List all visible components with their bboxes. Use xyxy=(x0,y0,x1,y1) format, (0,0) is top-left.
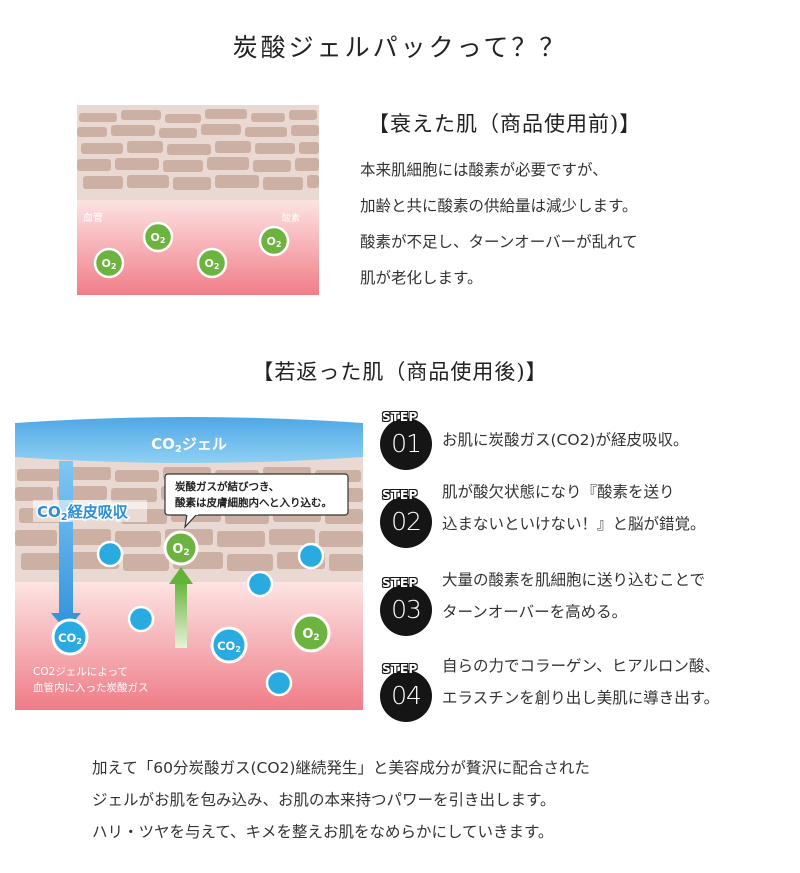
svg-text:O2: O2 xyxy=(267,235,282,249)
before-line: 酸素が不足し、ターンオーバーが乱れて xyxy=(360,233,638,251)
rejuvenated-skin-illustration: CO2ジェル CO2経皮吸収 炭酸ガスが結びつき、 酸素は皮膚細胞内へと入り込む… xyxy=(15,417,363,710)
svg-text:O2: O2 xyxy=(172,542,189,558)
blood-note-line: CO2ジェルによって xyxy=(33,666,128,678)
step-label: STEP xyxy=(382,488,418,502)
callout-line: 炭酸ガスが結びつき、 xyxy=(175,480,279,493)
o2-molecule: O2 xyxy=(93,247,125,279)
step-number: 03 xyxy=(391,595,422,624)
summary-line: ジェルがお肌を包み込み、お肌の本来持つパワーを引き出します。 xyxy=(92,791,556,809)
step-line: 込まないといけない！』と脳が錯覚。 xyxy=(442,515,706,533)
step-badge: 03 xyxy=(380,584,432,636)
step-badge: 01 xyxy=(380,418,432,470)
step-badge: 04 xyxy=(380,670,432,722)
oxygen-label: 酸素 xyxy=(282,212,300,224)
o2-molecule: O2 xyxy=(291,613,331,653)
blood-vessel-label: 血管 xyxy=(83,211,103,224)
step-line: 大量の酸素を肌細胞に送り込むことで xyxy=(442,571,706,589)
svg-text:CO2: CO2 xyxy=(217,639,241,654)
svg-text:O2: O2 xyxy=(151,231,166,245)
svg-text:O2: O2 xyxy=(302,627,319,643)
svg-text:CO2: CO2 xyxy=(58,631,82,646)
oxygen-dots xyxy=(96,540,325,697)
before-line: 加齢と共に酸素の供給量は減少します。 xyxy=(360,197,638,215)
o2-molecule: O2 xyxy=(258,225,290,257)
before-line: 本来肌細胞には酸素が必要ですが、 xyxy=(360,161,608,179)
step-number: 01 xyxy=(391,429,422,458)
step-number: 02 xyxy=(391,507,422,536)
o2-molecule: O2 xyxy=(163,530,199,566)
summary-line: ハリ・ツヤを与えて、キメを整えお肌をなめらかにしていきます。 xyxy=(92,823,554,841)
o2-molecule: O2 xyxy=(142,221,174,253)
co2-molecule: CO2 xyxy=(51,618,89,656)
co2-molecule: CO2 xyxy=(210,626,248,664)
before-line: 肌が老化します。 xyxy=(360,269,483,287)
skin-cells xyxy=(77,109,319,190)
step-line: ターンオーバーを高める。 xyxy=(442,603,628,621)
before-heading: 【衰えた肌（商品使用前)】 xyxy=(368,112,642,136)
step-label: STEP xyxy=(382,410,418,424)
after-heading: 【若返った肌（商品使用後)】 xyxy=(252,360,548,384)
co2-absorb-label: CO2経皮吸収 xyxy=(37,503,129,523)
o2-molecule: O2 xyxy=(196,247,228,279)
step-line: お肌に炭酸ガス(CO2)が経皮吸収。 xyxy=(442,431,689,449)
step-number: 04 xyxy=(391,681,422,710)
before-description: 本来肌細胞には酸素が必要ですが、 加齢と共に酸素の供給量は減少します。 酸素が不… xyxy=(360,152,638,296)
step-label: STEP xyxy=(382,662,418,676)
svg-text:O2: O2 xyxy=(102,257,117,271)
svg-text:O2: O2 xyxy=(205,257,220,271)
summary-line: 加えて「60分炭酸ガス(CO2)継続発生」と美容成分が贅沢に配合された xyxy=(92,759,590,777)
callout-line: 酸素は皮膚細胞内へと入り込む。 xyxy=(175,496,332,509)
oxygen-rise-arrow xyxy=(169,567,193,648)
aged-skin-illustration: 血管 酸素 O2 O2 O2 O2 xyxy=(77,105,319,295)
callout-box: 炭酸ガスが結びつき、 酸素は皮膚細胞内へと入り込む。 xyxy=(164,473,349,529)
summary-paragraph: 加えて「60分炭酸ガス(CO2)継続発生」と美容成分が贅沢に配合された ジェルが… xyxy=(92,752,590,848)
step-line: 肌が酸欠状態になり『酸素を送り xyxy=(442,483,675,501)
co2-gel-layer xyxy=(15,417,363,463)
step-line: 自らの力でコラーゲン、ヒアルロン酸、 xyxy=(442,657,720,675)
page-title: 炭酸ジェルパックって？？ xyxy=(232,33,568,62)
step-label: STEP xyxy=(382,576,418,590)
step-badge: 02 xyxy=(380,496,432,548)
blood-note-line: 血管内に入った炭酸ガス xyxy=(33,681,149,694)
co2-gel-label: CO2ジェル xyxy=(151,435,227,455)
step-line: エラスチンを創り出し美肌に導き出す。 xyxy=(442,689,720,707)
